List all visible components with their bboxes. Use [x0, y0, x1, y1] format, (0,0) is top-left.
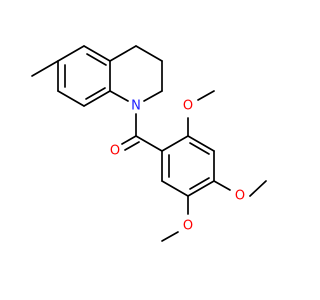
bond-o-ch3-4	[249, 180, 267, 197]
bond-c5-c4a	[83, 45, 111, 62]
bond-c4-c3	[135, 45, 163, 62]
bond-carbonyl-c-o	[121, 135, 137, 145]
bond-c8a-c8-inner	[85, 87, 106, 100]
bond-c8-c7	[57, 90, 85, 107]
molecule-structure: N O O O O	[31, 45, 267, 242]
bond-c2-n1	[143, 90, 163, 102]
bond-c2p-c3p-inner	[189, 142, 210, 155]
bond-c6-c5	[57, 45, 85, 62]
bond-c4a-c4	[109, 45, 137, 62]
bond-n1-c8a	[109, 90, 129, 102]
bond-c5-c4a-inner	[86, 53, 107, 66]
atom-label-methoxy-oxygen-5: O	[183, 219, 193, 234]
bond-c4p-o	[213, 180, 231, 191]
bond-c4p-c5p	[187, 180, 215, 197]
bond-carbonyl-c-o-double	[124, 141, 140, 151]
atom-label-methoxy-oxygen-4: O	[235, 189, 245, 204]
atom-label-carbonyl-oxygen: O	[110, 144, 120, 159]
bond-carbonyl-c-aryl	[135, 135, 163, 152]
atom-label-nitrogen: N	[131, 99, 141, 114]
bond-methyl-c6	[31, 60, 59, 77]
bond-o-ch3-2	[197, 90, 215, 101]
bond-c4p-c5p-inner	[189, 177, 210, 190]
bond-c1p-c2p	[161, 135, 189, 152]
bond-o-ch3-5	[161, 231, 179, 242]
bond-c2p-c3p	[187, 135, 215, 152]
atom-label-methoxy-oxygen-2: O	[183, 99, 193, 114]
bond-c8a-c8	[83, 90, 111, 107]
bond-c5p-c6p	[161, 180, 189, 197]
